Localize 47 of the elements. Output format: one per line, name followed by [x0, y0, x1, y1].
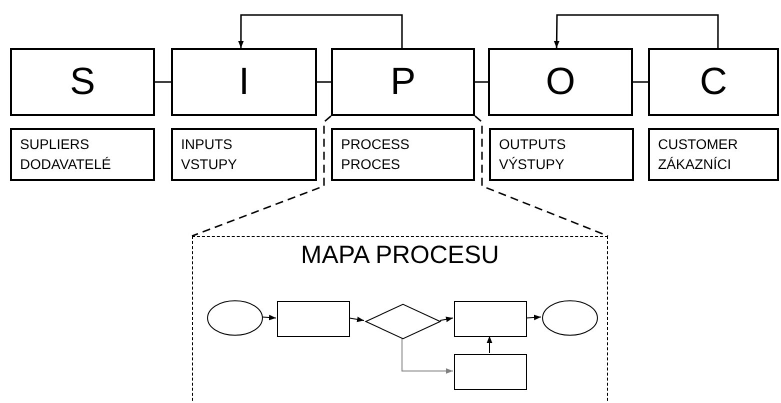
letter: S	[70, 63, 96, 101]
arrow	[402, 338, 454, 374]
description-text: INPUTS	[181, 136, 234, 152]
arrow	[262, 314, 276, 320]
sipoc-letter-box	[488, 48, 633, 116]
dashed-connector	[474, 115, 608, 237]
arrow	[526, 314, 542, 320]
description-text: OUTPUTS	[499, 136, 567, 152]
description-box	[331, 128, 475, 181]
sipoc-letter-box	[648, 48, 779, 116]
arrow	[486, 336, 492, 354]
letter: C	[700, 63, 728, 101]
description-text: CUSTOMER	[658, 136, 739, 152]
description-text: PROCESS	[341, 136, 410, 152]
letter: I	[238, 63, 250, 101]
connector-line	[317, 81, 331, 83]
description-text: VÝSTUPY	[499, 156, 566, 172]
sipoc-letter-box	[331, 48, 475, 116]
arrow	[238, 14, 403, 48]
description-text: DODAVATELÉ	[20, 156, 112, 172]
process-box	[277, 301, 350, 337]
description-text: SUPLIERS	[20, 136, 90, 152]
sipoc-letter-box	[171, 48, 317, 116]
arrow	[554, 14, 719, 48]
connector-line	[633, 81, 648, 83]
terminal-ellipse	[207, 300, 263, 336]
terminal-ellipse	[542, 300, 598, 336]
frame-title: MAPA PROCESU	[300, 243, 500, 268]
arrow	[440, 316, 454, 322]
sipoc-letter-box	[10, 48, 155, 116]
description-box	[10, 128, 155, 181]
connector-line	[475, 81, 488, 83]
description-text: VSTUPY	[181, 156, 238, 172]
connector-line	[155, 81, 171, 83]
dashed-connector	[192, 115, 332, 237]
description-box	[489, 128, 634, 181]
arrow	[348, 316, 364, 322]
letter: P	[390, 63, 416, 101]
decision-diamond	[365, 304, 441, 339]
process-map-frame	[192, 236, 608, 403]
description-box	[171, 128, 317, 181]
letter: O	[546, 63, 576, 101]
process-box	[454, 301, 527, 337]
description-box	[648, 128, 779, 181]
process-box	[454, 354, 527, 390]
description-text: ZÁKAZNÍCI	[658, 156, 732, 172]
description-text: PROCES	[341, 156, 402, 172]
